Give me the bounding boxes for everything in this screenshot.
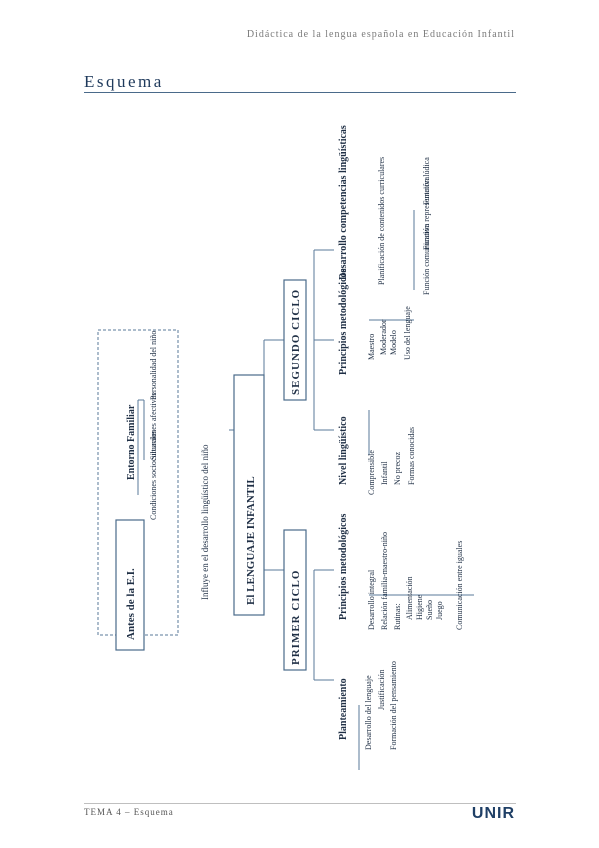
rutina-alimentacion: Alimentación — [405, 576, 414, 620]
concept-map-svg: El LENGUAJE INFANTIL Antes de la E.I. PR… — [97, 125, 474, 770]
running-header: Didáctica de la lengua española en Educa… — [246, 29, 515, 40]
page-title: Esquema — [84, 72, 164, 91]
desa-item-2: Función comunicativa — [422, 223, 431, 295]
plant-item-2: Justificación — [377, 670, 386, 710]
footer-label: TEMA 4 – Esquema — [84, 807, 174, 817]
entorno-item-2: Situaciones afectivas — [149, 393, 158, 460]
concept-map: El LENGUAJE INFANTIL Antes de la E.I. PR… — [84, 100, 516, 800]
princ1-item-1: Desarrollo integral — [367, 569, 376, 630]
princ2-item-1: Maestro — [367, 334, 376, 360]
princ2-item-2: Uso del lenguaje — [403, 306, 412, 360]
princ2-label: Principios metodológicos — [338, 269, 349, 375]
princ1-item-2: Relación familia-maestro-niño — [380, 532, 389, 630]
desa-item-3: Función representativa — [422, 176, 431, 250]
root-label: El LENGUAJE INFANTIL — [245, 476, 257, 605]
rutina-higiene: Higiene — [415, 594, 424, 620]
rutina-juego: Juego — [435, 601, 444, 620]
nivel-item-1: Comprensible — [367, 450, 376, 495]
plant-label: Planteamiento — [338, 678, 349, 740]
plant-item-1: Desarrollo del lenguaje — [364, 675, 373, 750]
footer-divider — [84, 803, 516, 804]
entorno-item-1: Condiciones socioculturales — [149, 430, 158, 520]
primer-label: PRIMER CICLO — [290, 570, 302, 665]
entorno-label: Entorno Familiar — [126, 404, 137, 480]
antes-label: Antes de la E.I. — [125, 568, 137, 640]
princ1-label: Principios metodológicos — [338, 514, 349, 620]
segundo-label: SEGUNDO CICLO — [290, 289, 302, 395]
desa-item-1: Planificación de contenidos curriculares — [377, 157, 386, 285]
rutina-sueno: Sueño — [425, 600, 434, 620]
title-divider — [84, 92, 516, 93]
nivel-item-3: No precoz — [393, 451, 402, 485]
maestro-modelo: Modelo — [389, 330, 398, 355]
antes-box — [115, 519, 145, 651]
nivel-item-4: Formas conocidas — [407, 427, 416, 485]
maestro-moderador: Moderador — [379, 319, 388, 355]
desa-item-4: Función lúdica — [422, 157, 431, 205]
primer-box — [283, 529, 307, 671]
unir-logo: UNIR — [471, 805, 515, 822]
princ1-item-4: Comunicación entre iguales — [455, 541, 464, 630]
nivel-item-2: Infantil — [380, 461, 389, 485]
plant-item-3: Formación del pensamiento — [389, 661, 398, 750]
princ1-item-3: Rutinas: — [393, 603, 402, 630]
desa-label: Desarrollo competencias lingüísticas — [338, 125, 349, 280]
influence-label: Influye en el desarrollo lingüístico del… — [200, 444, 210, 600]
segundo-box — [283, 279, 307, 401]
nivel-label: Nivel lingüístico — [338, 416, 349, 485]
root-box — [233, 374, 265, 616]
entorno-item-3: Personalidad del niño — [149, 331, 158, 400]
